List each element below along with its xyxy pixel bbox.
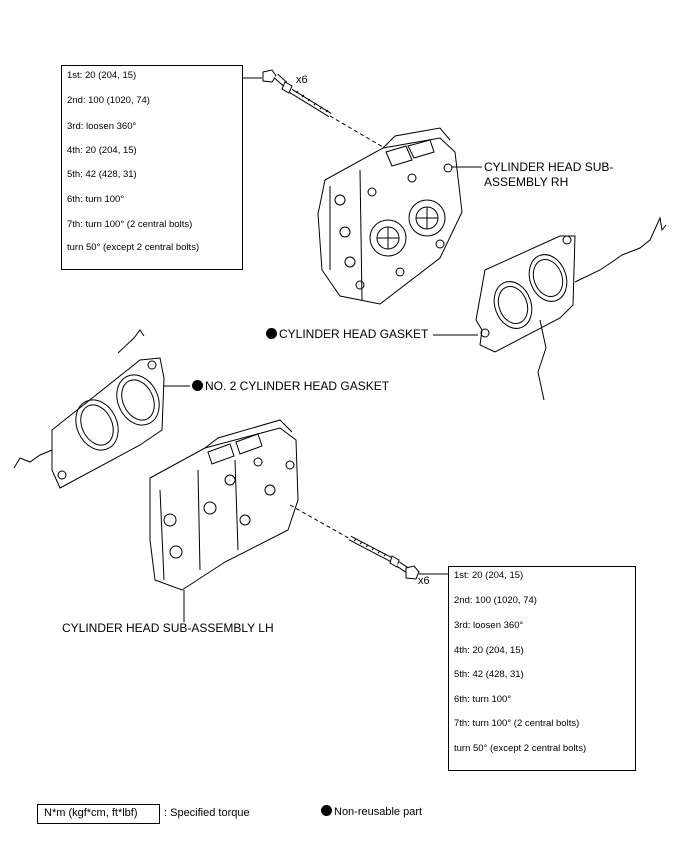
- non-reusable-legend-text: Non-reusable part: [334, 806, 423, 818]
- lh-bolt: [348, 535, 420, 580]
- torque-step: turn 50° (except 2 central bolts): [67, 242, 200, 253]
- torque-step: 2nd: 100 (1020, 74): [67, 95, 150, 106]
- torque-step: turn 50° (except 2 central bolts): [454, 743, 587, 754]
- cylinder-head-rh-drawing: [317, 127, 463, 305]
- torque-step: 1st: 20 (204, 15): [454, 570, 524, 581]
- torque-step: 6th: turn 100°: [67, 194, 125, 205]
- torque-step: 1st: 20 (204, 15): [67, 70, 137, 81]
- torque-spec-box-rh: 1st: 20 (204, 15) 2nd: 100 (1020, 74) 3r…: [61, 65, 243, 270]
- rh-bolt-quantity: x6: [296, 74, 308, 86]
- cylinder-head-rh-label: CYLINDER HEAD SUB- ASSEMBLY RH: [484, 160, 614, 189]
- no2-gasket-label: NO. 2 CYLINDER HEAD GASKET: [192, 379, 389, 394]
- torque-spec-box-lh: 1st: 20 (204, 15) 2nd: 100 (1020, 74) 3r…: [448, 566, 636, 771]
- lh-bolt-quantity: x6: [418, 575, 430, 587]
- torque-step: 5th: 42 (428, 31): [454, 669, 524, 680]
- torque-step: 7th: turn 100° (2 central bolts): [67, 219, 193, 230]
- torque-step: 7th: turn 100° (2 central bolts): [454, 718, 580, 729]
- torque-step: 3rd: loosen 360°: [67, 121, 137, 132]
- cylinder-head-gasket-drawing: [475, 235, 576, 353]
- torque-legend-desc: : Specified torque: [164, 807, 250, 819]
- cylinder-head-gasket-label: CYLINDER HEAD GASKET: [266, 327, 428, 342]
- torque-unit-legend: N*m (kgf*cm, ft*lbf): [37, 804, 160, 824]
- cylinder-head-gasket-text: CYLINDER HEAD GASKET: [279, 327, 429, 341]
- rh-bolt: [262, 69, 332, 118]
- non-reusable-dot-icon: [321, 805, 332, 816]
- cylinder-head-lh-drawing: [149, 419, 299, 591]
- non-reusable-dot-icon: [266, 328, 277, 339]
- non-reusable-dot-icon: [192, 380, 203, 391]
- torque-step: 4th: 20 (204, 15): [454, 645, 524, 656]
- torque-step: 6th: turn 100°: [454, 694, 512, 705]
- torque-step: 5th: 42 (428, 31): [67, 169, 137, 180]
- no2-gasket-text: NO. 2 CYLINDER HEAD GASKET: [205, 379, 390, 393]
- cylinder-head-lh-label: CYLINDER HEAD SUB-ASSEMBLY LH: [62, 621, 274, 635]
- torque-step: 3rd: loosen 360°: [454, 620, 524, 631]
- torque-step: 4th: 20 (204, 15): [67, 145, 137, 156]
- no2-cylinder-head-gasket-drawing: [51, 357, 165, 489]
- torque-step: 2nd: 100 (1020, 74): [454, 595, 537, 606]
- non-reusable-legend: Non-reusable part: [321, 805, 422, 818]
